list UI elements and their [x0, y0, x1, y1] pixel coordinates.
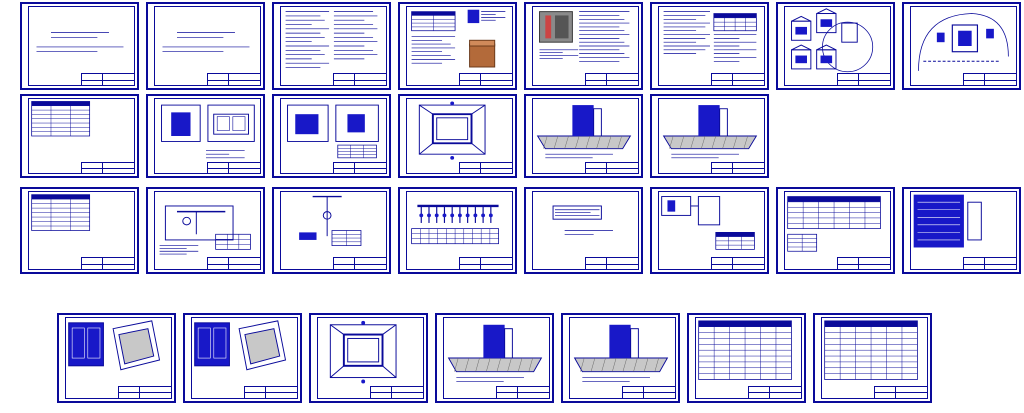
title-block: [496, 385, 550, 400]
drawing-sheet-specification-table[interactable]: [20, 187, 139, 274]
title-block: [837, 73, 891, 86]
drawing-sheet-wiring-diagram[interactable]: [524, 187, 643, 274]
sheet-drawing: [787, 196, 881, 252]
title-block: [585, 257, 639, 270]
sheet-drawing: [824, 320, 918, 380]
title-block: [459, 73, 513, 86]
title-block: [244, 385, 298, 400]
sheet-drawing: [791, 8, 874, 73]
drawing-sheet-specification-table[interactable]: [20, 94, 139, 178]
sheet-drawing: [573, 324, 669, 382]
title-block: [81, 73, 135, 86]
sheet-drawing: [285, 11, 378, 68]
drawing-sheet-cabinet-panel-filled[interactable]: [902, 187, 1021, 274]
drawing-sheet-foundation-views-detail[interactable]: [272, 94, 391, 178]
title-block: [207, 73, 261, 86]
sheet-drawing: [447, 324, 543, 382]
title-block: [711, 73, 765, 86]
sheet-drawing: [411, 9, 506, 68]
drawing-sheet-foundation-section[interactable]: [524, 94, 643, 178]
sheet-drawing: [663, 11, 757, 62]
sheet-drawing: [661, 196, 755, 250]
drawing-sheet-title[interactable]: [146, 2, 265, 90]
title-block: [837, 257, 891, 270]
title-block: [963, 73, 1017, 86]
drawing-sheet-busbar-diagram[interactable]: [398, 187, 517, 274]
sheet-drawing: [162, 32, 250, 53]
drawing-sheet-cabinet-assembly[interactable]: [57, 313, 176, 403]
title-block: [207, 257, 261, 270]
title-block: [459, 257, 513, 270]
drawing-sheet-equipment-layout[interactable]: [650, 187, 769, 274]
title-block: [459, 161, 513, 175]
title-block: [118, 385, 172, 400]
sheet-drawing: [299, 195, 362, 246]
title-block: [333, 73, 387, 86]
drawing-sheet-foundation-section[interactable]: [650, 94, 769, 178]
drawing-sheet-specification-grid[interactable]: [813, 313, 932, 403]
drawing-sheet-foundation-plan[interactable]: [398, 94, 517, 178]
sheet-drawing: [552, 205, 613, 235]
title-block: [585, 73, 639, 86]
sheet-drawing: [31, 194, 91, 231]
drawing-sheet-text-two-column[interactable]: [272, 2, 391, 90]
sheet-drawing: [539, 11, 630, 62]
drawing-sheet-foundation-section[interactable]: [435, 313, 554, 403]
drawing-sheet-single-line-diagram[interactable]: [146, 187, 265, 274]
drawing-sheet-text-with-cabinet[interactable]: [398, 2, 517, 90]
title-block: [748, 385, 802, 400]
sheet-drawing: [159, 205, 251, 255]
title-block: [333, 161, 387, 175]
sheet-drawing: [411, 204, 499, 245]
drawing-sheet-text-with-panel[interactable]: [524, 2, 643, 90]
sheet-drawing: [287, 104, 379, 159]
title-block: [711, 161, 765, 175]
sheet-drawing: [698, 320, 792, 380]
drawing-sheet-foundation-views[interactable]: [146, 94, 265, 178]
sheet-drawing: [536, 105, 632, 159]
sheet-drawing: [194, 320, 287, 371]
drawing-sheet-cabinet-assembly[interactable]: [183, 313, 302, 403]
title-block: [874, 385, 928, 400]
sheet-drawing: [161, 104, 255, 159]
title-block: [622, 385, 676, 400]
drawing-sheet-equipment-schedule[interactable]: [776, 187, 895, 274]
sheet-drawing: [418, 101, 486, 160]
drawing-sheet-title[interactable]: [20, 2, 139, 90]
drawing-sheet-text-table[interactable]: [650, 2, 769, 90]
drawing-sheet-single-line-diagram-small[interactable]: [272, 187, 391, 274]
title-block: [585, 161, 639, 175]
sheet-drawing: [662, 105, 758, 159]
sheet-drawing: [36, 32, 124, 53]
drawing-sheet-foundation-section[interactable]: [561, 313, 680, 403]
title-block: [81, 161, 135, 175]
sheet-drawing: [913, 194, 982, 248]
title-block: [711, 257, 765, 270]
drawing-sheet-foundation-plan[interactable]: [309, 313, 428, 403]
sheet-drawing: [918, 13, 1009, 71]
title-block: [370, 385, 424, 400]
sheet-drawing: [31, 101, 91, 137]
title-block: [333, 257, 387, 270]
title-block: [81, 257, 135, 270]
drawing-sheet-substation-elevations[interactable]: [776, 2, 895, 90]
title-block: [207, 161, 261, 175]
sheet-drawing: [329, 320, 397, 384]
drawing-sheet-specification-grid[interactable]: [687, 313, 806, 403]
drawing-sheet-site-layout[interactable]: [902, 2, 1021, 90]
title-block: [963, 257, 1017, 270]
sheet-drawing: [68, 320, 161, 371]
